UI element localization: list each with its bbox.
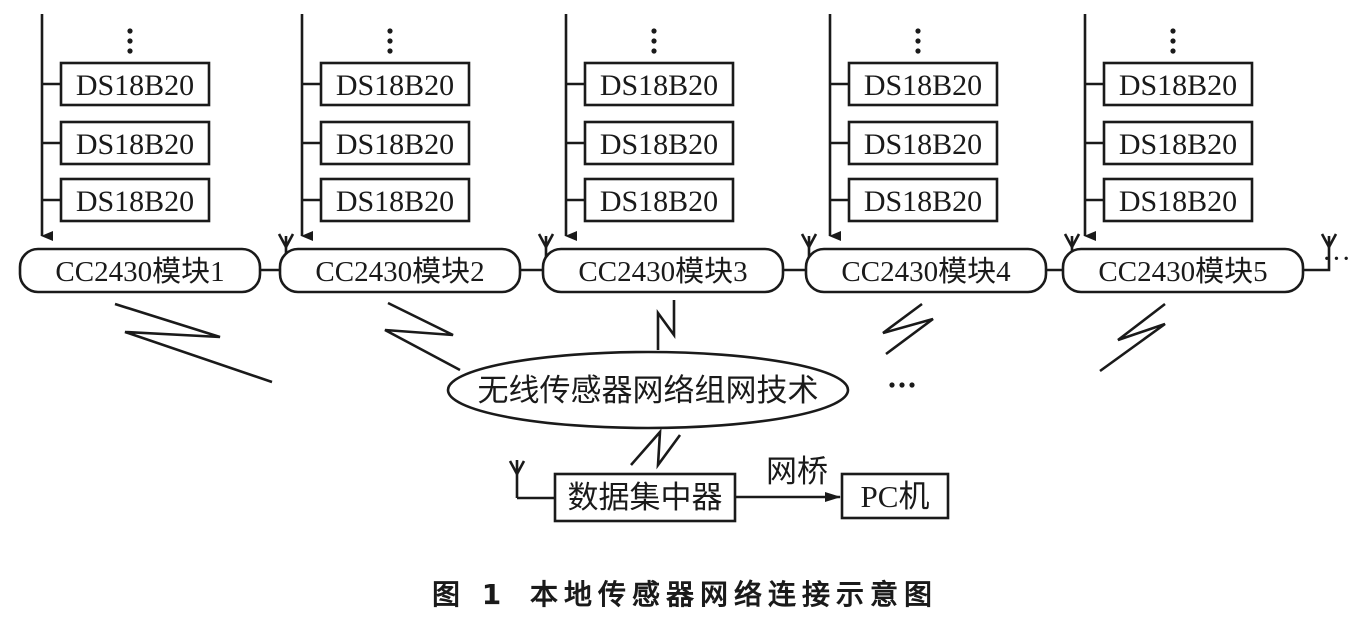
bridge-label: 网桥 [766, 454, 828, 489]
module-label: CC2430模块3 [578, 255, 747, 288]
sensor-node: DS18B20 [566, 177, 735, 223]
sensor-label: DS18B20 [76, 69, 194, 102]
antenna-icon [1303, 233, 1338, 272]
sensor-node: DS18B20 [830, 177, 999, 223]
module-label: CC2430模块1 [55, 255, 224, 288]
sensor-node: DS18B20 [1085, 177, 1254, 223]
sensor-box [847, 120, 999, 166]
lightning-link-icon [630, 428, 682, 470]
sensor-label: DS18B20 [336, 128, 454, 161]
figure-caption: 图 1 本地传感器网络连接示意图 [432, 578, 938, 611]
sensor-node: DS18B20 [42, 177, 211, 223]
lightning-link-icon [656, 300, 676, 350]
figure-title: 本地传感器网络连接示意图 [530, 578, 938, 611]
sensor-node: DS18B20 [566, 61, 735, 107]
sensor-box [59, 120, 211, 166]
sensor-node: DS18B20 [42, 61, 211, 107]
sensor-box [847, 177, 999, 223]
sensor-box [1102, 120, 1254, 166]
more-sensors-dots [387, 28, 393, 54]
sensor-node: DS18B20 [1085, 61, 1254, 107]
cc2430-module: CC2430模块2 [278, 247, 522, 294]
pc-node: PC机 [840, 472, 950, 520]
sensor-node: DS18B20 [302, 177, 471, 223]
sensor-box [59, 177, 211, 223]
more-sensors-dots [1170, 28, 1176, 54]
sensor-node: DS18B20 [302, 120, 471, 166]
sensor-label: DS18B20 [76, 185, 194, 218]
pc-label: PC机 [861, 479, 930, 514]
cc2430-module: CC2430模块5 [1061, 247, 1305, 294]
sensor-box [59, 61, 211, 107]
cc2430-module: CC2430模块3 [541, 247, 785, 294]
sensor-box [583, 61, 735, 107]
sensor-label: DS18B20 [1119, 128, 1237, 161]
module-label: CC2430模块2 [315, 255, 484, 288]
sensor-label: DS18B20 [864, 185, 982, 218]
sensor-box [583, 177, 735, 223]
data-concentrator: 数据集中器 [553, 472, 737, 523]
network-more-dots [889, 382, 915, 388]
cc2430-module: CC2430模块4 [804, 247, 1048, 294]
sensor-label: DS18B20 [864, 69, 982, 102]
sensor-label: DS18B20 [1119, 69, 1237, 102]
lightning-link-icon [114, 302, 273, 384]
cc2430-module: CC2430模块1 [18, 247, 262, 294]
sensor-box [847, 61, 999, 107]
network-node: 无线传感器网络组网技术 [446, 350, 850, 430]
network-label: 无线传感器网络组网技术 [478, 373, 819, 408]
sensor-label: DS18B20 [864, 128, 982, 161]
sensor-box [319, 120, 471, 166]
module-label: CC2430模块4 [841, 255, 1011, 288]
sensor-box [583, 120, 735, 166]
lightning-link-icon [1099, 302, 1166, 373]
sensor-box [319, 61, 471, 107]
sensor-node: DS18B20 [302, 61, 471, 107]
module-columns: DS18B20DS18B20DS18B20CC2430模块1DS18B20DS1… [18, 14, 1338, 294]
modules-more-dots: ··· [1322, 243, 1351, 275]
sensor-node: DS18B20 [566, 120, 735, 166]
sensor-label: DS18B20 [336, 185, 454, 218]
more-sensors-dots [915, 28, 921, 54]
sensor-node: DS18B20 [1085, 120, 1254, 166]
sensor-box [1102, 61, 1254, 107]
sensor-label: DS18B20 [76, 128, 194, 161]
lightning-link-icon [882, 302, 934, 356]
sensor-node: DS18B20 [830, 61, 999, 107]
sensor-label: DS18B20 [1119, 185, 1237, 218]
sensor-node: DS18B20 [42, 120, 211, 166]
network-ellipse [446, 350, 850, 430]
more-sensors-dots [651, 28, 657, 54]
sensor-label: DS18B20 [600, 128, 718, 161]
sensor-label: DS18B20 [600, 185, 718, 218]
sensor-label: DS18B20 [600, 69, 718, 102]
sensor-label: DS18B20 [336, 69, 454, 102]
figure-number: 图 1 [432, 578, 507, 611]
concentrator-label: 数据集中器 [568, 480, 723, 515]
antenna-icon [508, 460, 555, 500]
wireless-links [114, 300, 1166, 384]
more-sensors-dots [127, 28, 133, 54]
lightning-link-icon [384, 301, 461, 372]
pc-box [840, 472, 950, 520]
module-label: CC2430模块5 [1098, 255, 1267, 288]
sensor-box [1102, 177, 1254, 223]
sensor-box [319, 177, 471, 223]
sensor-node: DS18B20 [830, 120, 999, 166]
